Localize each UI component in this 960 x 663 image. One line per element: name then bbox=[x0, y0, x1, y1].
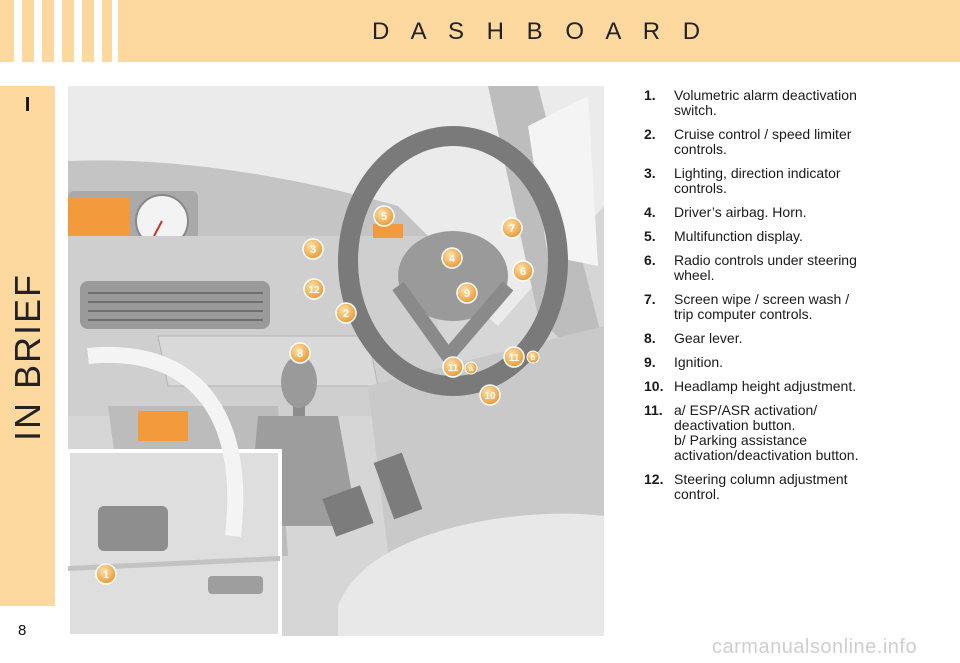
legend-number: 10. bbox=[644, 379, 663, 394]
stripe bbox=[74, 0, 82, 62]
legend-number: 2. bbox=[644, 127, 656, 142]
callout-10: 10 bbox=[480, 385, 500, 405]
legend-text: Steering column adjustment control. bbox=[674, 471, 848, 502]
legend-item: 10. Headlamp height adjustment. bbox=[644, 379, 944, 394]
callout-5: 5 bbox=[374, 206, 394, 226]
legend-text: a/ ESP/ASR activation/ deactivation butt… bbox=[674, 402, 858, 463]
callout-11a: 11 bbox=[443, 357, 463, 377]
callout-11b: 11 bbox=[504, 347, 524, 367]
stripe bbox=[14, 0, 22, 62]
legend-item: 11. a/ ESP/ASR activation/ deactivation b… bbox=[644, 403, 944, 463]
stripe bbox=[54, 0, 62, 62]
legend-text: Ignition. bbox=[674, 354, 723, 370]
svg-text:2: 2 bbox=[343, 308, 349, 320]
legend-text: Lighting, direction indicator controls. bbox=[674, 165, 841, 196]
svg-text:3: 3 bbox=[310, 244, 316, 256]
legend-number: 3. bbox=[644, 166, 656, 181]
legend-number: 9. bbox=[644, 355, 656, 370]
section-title: IN BRIEF bbox=[7, 267, 49, 447]
chapter-number: I bbox=[0, 94, 55, 117]
legend-text: Screen wipe / screen wash / trip compute… bbox=[674, 291, 849, 322]
legend-text: Radio controls under steering wheel. bbox=[674, 252, 857, 283]
legend-number: 12. bbox=[644, 472, 663, 487]
callout-4: 4 bbox=[442, 248, 462, 268]
svg-text:5: 5 bbox=[381, 211, 387, 223]
legend-item: 3. Lighting, direction indicator controls… bbox=[644, 166, 944, 196]
legend-item: 1. Volumetric alarm deactivation switch. bbox=[644, 88, 944, 118]
svg-text:4: 4 bbox=[449, 253, 456, 265]
legend-item: 6. Radio controls under steering wheel. bbox=[644, 253, 944, 283]
svg-text:9: 9 bbox=[464, 288, 470, 300]
svg-text:1: 1 bbox=[103, 569, 109, 581]
legend-text: Cruise control / speed limiter controls. bbox=[674, 126, 851, 157]
legend-item: 5. Multifunction display. bbox=[644, 229, 944, 244]
callout-2: 2 bbox=[336, 303, 356, 323]
page-title: D A S H B O A R D bbox=[120, 18, 960, 46]
callout-7: 7 bbox=[502, 218, 522, 238]
callout-12: 12 bbox=[304, 279, 324, 299]
legend-number: 1. bbox=[644, 88, 656, 103]
svg-text:7: 7 bbox=[509, 223, 515, 235]
legend-item: 2. Cruise control / speed limiter control… bbox=[644, 127, 944, 157]
callout-6: 6 bbox=[513, 261, 533, 281]
callout-8: 8 bbox=[290, 343, 310, 363]
svg-text:11: 11 bbox=[509, 353, 520, 364]
legend-number: 6. bbox=[644, 253, 656, 268]
header-stripes bbox=[0, 0, 120, 62]
legend-text: Driver’s airbag. Horn. bbox=[674, 204, 807, 220]
svg-text:8: 8 bbox=[297, 348, 303, 360]
dashboard-illustration: 1 2 3 4 5 6 7 8 9 10 11 11 bbox=[68, 86, 604, 636]
legend-text: Gear lever. bbox=[674, 330, 742, 346]
callout-1: 1 bbox=[96, 564, 116, 584]
legend-number: 11. bbox=[644, 403, 663, 418]
legend-number: 7. bbox=[644, 292, 656, 307]
page-number: 8 bbox=[18, 622, 26, 639]
stripe bbox=[112, 0, 118, 62]
legend-text: Multifunction display. bbox=[674, 228, 803, 244]
legend-item: 7. Screen wipe / screen wash / trip compu… bbox=[644, 292, 944, 322]
callout-9: 9 bbox=[457, 283, 477, 303]
stripe bbox=[34, 0, 42, 62]
svg-text:b: b bbox=[531, 353, 536, 362]
legend-text: Headlamp height adjustment. bbox=[674, 378, 856, 394]
svg-text:10: 10 bbox=[484, 391, 496, 402]
legend-item: 12. Steering column adjustment control. bbox=[644, 472, 944, 502]
sidebar-tab: I IN BRIEF bbox=[0, 86, 55, 606]
stripe bbox=[94, 0, 102, 62]
svg-text:a: a bbox=[469, 364, 474, 373]
legend-text: Volumetric alarm deactivation switch. bbox=[674, 87, 857, 118]
legend-item: 9. Ignition. bbox=[644, 355, 944, 370]
legend-item: 4. Driver’s airbag. Horn. bbox=[644, 205, 944, 220]
legend-item: 8. Gear lever. bbox=[644, 331, 944, 346]
svg-text:11: 11 bbox=[448, 363, 459, 374]
sub-label-a: a bbox=[465, 362, 477, 374]
svg-text:12: 12 bbox=[308, 285, 320, 296]
legend-number: 5. bbox=[644, 229, 656, 244]
legend-number: 8. bbox=[644, 331, 656, 346]
legend-number: 4. bbox=[644, 205, 656, 220]
watermark: carmanualsonline.info bbox=[712, 636, 917, 659]
callout-3: 3 bbox=[303, 239, 323, 259]
header-band: D A S H B O A R D bbox=[0, 0, 960, 62]
legend-list: 1.Volumetric alarm deactivation switch. … bbox=[644, 88, 944, 511]
svg-text:6: 6 bbox=[520, 266, 526, 278]
sub-label-b: b bbox=[527, 351, 539, 363]
